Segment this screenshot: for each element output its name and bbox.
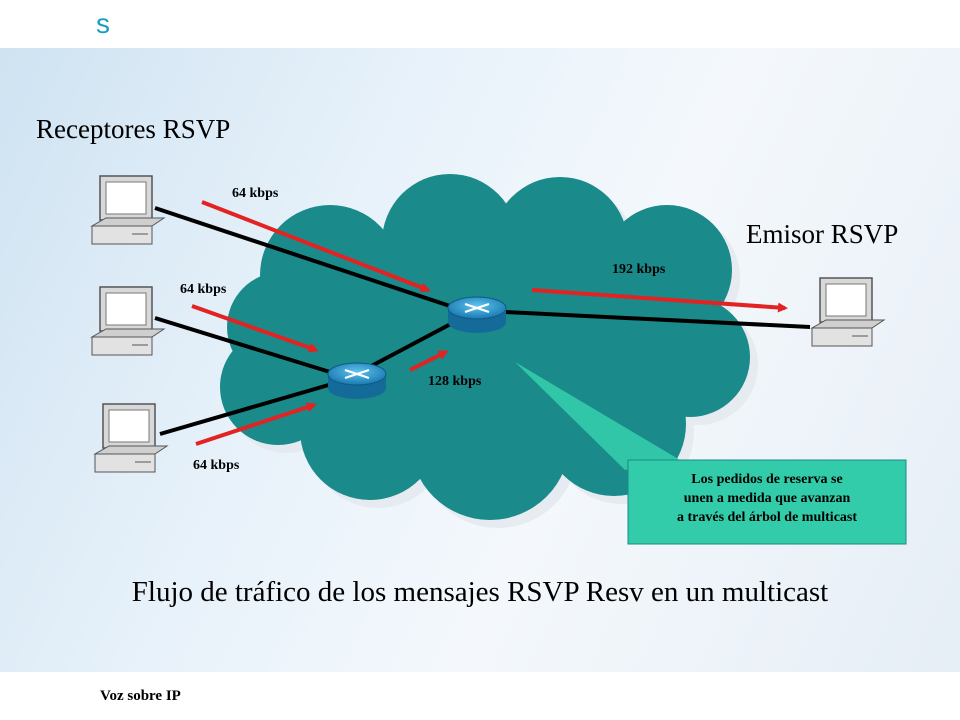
- link-router2-sender: [504, 310, 811, 329]
- computer-icon: [90, 175, 166, 245]
- footer-text: Voz sobre IP: [100, 688, 181, 704]
- router-icon: [327, 362, 387, 399]
- router-icon: [447, 296, 507, 333]
- arrow-receiver3: [195, 402, 317, 446]
- footer-bar: [0, 672, 960, 720]
- callout-line: a través del árbol de multicast: [676, 510, 858, 525]
- arrow-merge: [409, 350, 449, 372]
- arrow-sender: [531, 288, 788, 313]
- callout-box: [627, 459, 907, 545]
- header-bar: s: [0, 0, 960, 48]
- computer-icon: [810, 277, 886, 347]
- arrow-receiver2: [191, 304, 319, 353]
- receivers-label: Receptores RSVP: [36, 114, 231, 144]
- link-receiver3-router1: [159, 382, 333, 436]
- rate-merge: 128 kbps: [428, 374, 482, 389]
- link-router1-router2: [359, 316, 463, 374]
- sender-label: Emisor RSVP: [746, 219, 899, 249]
- computer-icon: [90, 286, 166, 356]
- link-receiver1-router2: [154, 206, 463, 312]
- rate-sender: 192 kbps: [612, 262, 666, 277]
- arrow-receiver1: [201, 200, 431, 293]
- callout-text: Los pedidos de reserva se unen a medida …: [628, 470, 906, 527]
- callout-line: Los pedidos de reserva se: [691, 472, 843, 487]
- logo: s: [96, 8, 110, 39]
- computer-icon: [93, 403, 169, 473]
- callout-pointer: [515, 362, 680, 470]
- link-receiver2-router1: [154, 316, 331, 374]
- rate-receiver3: 64 kbps: [193, 458, 240, 473]
- slide-title: Flujo de tráfico de los mensajes RSVP Re…: [131, 576, 829, 608]
- links: [154, 206, 811, 436]
- rate-receiver2: 64 kbps: [180, 282, 227, 297]
- rate-receiver1: 64 kbps: [232, 186, 279, 201]
- flow-arrows: [191, 200, 788, 446]
- callout-line: unen a medida que avanzan: [683, 491, 851, 506]
